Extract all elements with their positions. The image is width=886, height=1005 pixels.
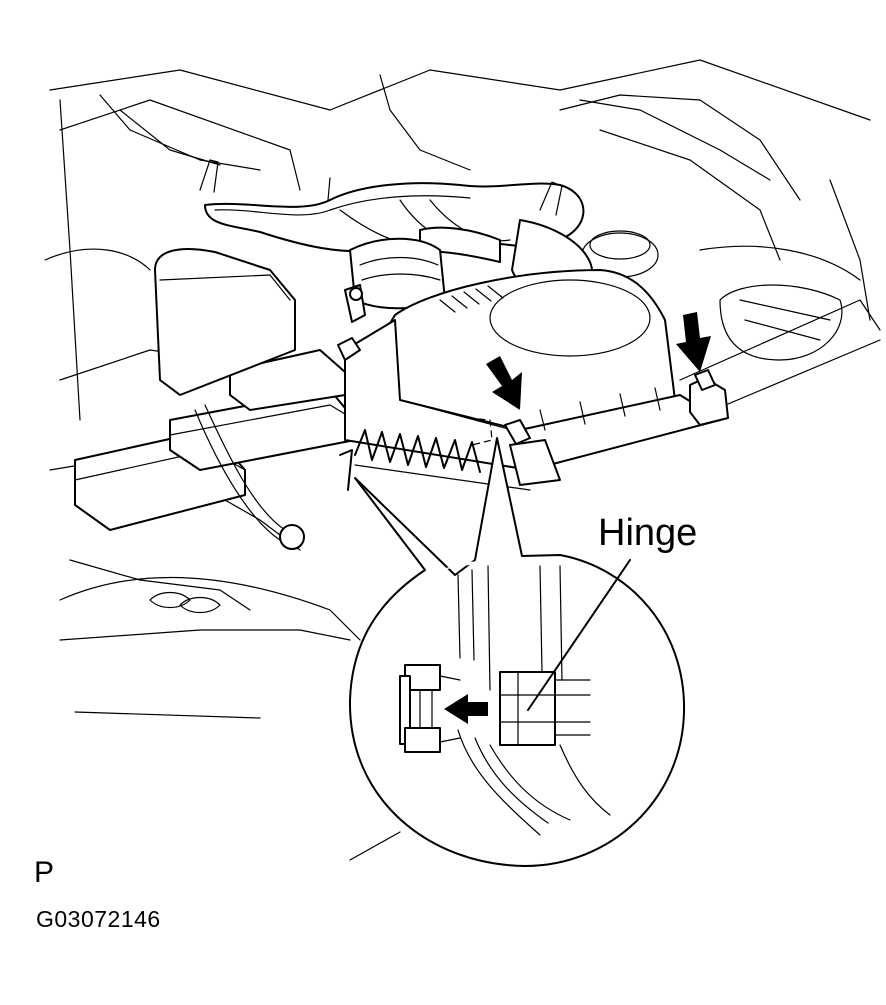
air-cleaner-case [154, 248, 729, 491]
engine-bay-background [44, 59, 881, 861]
arrow-lid-center-icon [486, 356, 522, 410]
figure-number: G03072146 [36, 906, 161, 932]
hinge-label: Hinge [598, 512, 698, 554]
removal-arrows [486, 312, 711, 410]
view-code-label: P [34, 856, 55, 889]
arrow-lid-right-icon [676, 312, 711, 372]
hinge-detail-callout [348, 437, 686, 867]
